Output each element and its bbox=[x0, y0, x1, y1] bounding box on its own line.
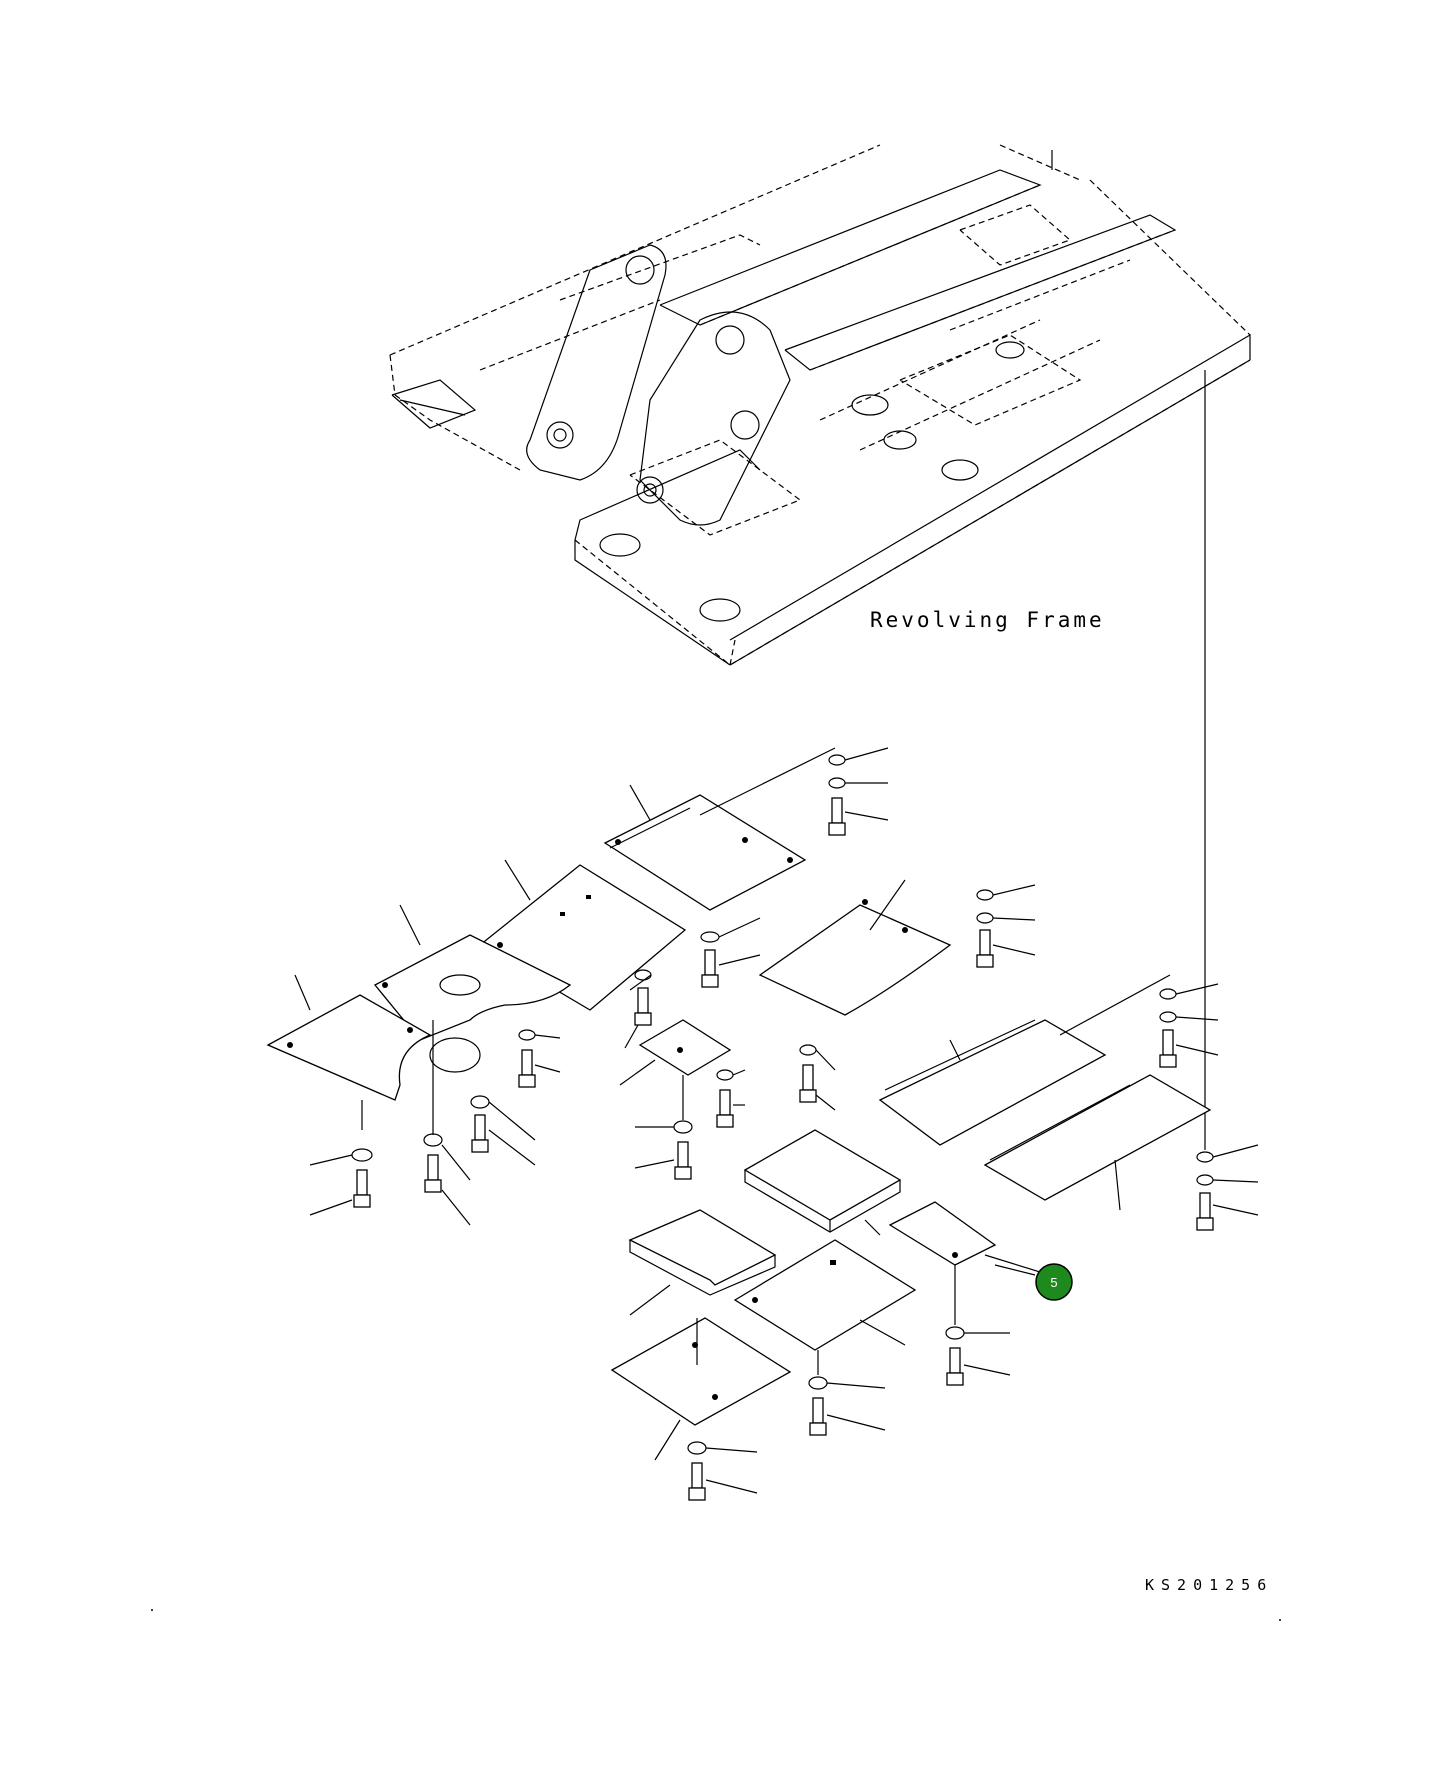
drawing-code: KS201256 bbox=[1145, 1576, 1273, 1594]
bolt-stack-6 bbox=[624, 969, 652, 1049]
cover-plate-c bbox=[373, 904, 572, 1041]
bolt-stack-4 bbox=[1196, 1144, 1259, 1231]
cover-block-i bbox=[743, 1129, 902, 1236]
bolt-stack-5 bbox=[700, 917, 761, 988]
fasteners bbox=[309, 747, 1259, 1501]
corner-marks bbox=[151, 150, 1281, 1621]
bolt-stack-12 bbox=[309, 1148, 373, 1216]
bolt-stack-2 bbox=[976, 884, 1036, 968]
bolt-stack-16 bbox=[687, 1441, 758, 1501]
cover-block-j bbox=[628, 1209, 777, 1316]
frame-label: Revolving Frame bbox=[870, 608, 1105, 632]
callout-5[interactable]: 5 bbox=[994, 1263, 1073, 1301]
cover-plate-f bbox=[619, 1019, 732, 1120]
bolt-stack-1 bbox=[828, 747, 889, 836]
callout-5-label: 5 bbox=[1050, 1275, 1057, 1290]
revolving-frame: Revolving Frame bbox=[389, 144, 1251, 1150]
cover-plate-m bbox=[610, 1317, 792, 1461]
bolt-stack-11 bbox=[634, 1120, 693, 1180]
cover-plate-e bbox=[758, 879, 952, 1016]
cover-plate-d bbox=[266, 974, 481, 1135]
cover-plate-h bbox=[983, 1074, 1212, 1211]
cover-plate-k bbox=[888, 1201, 1041, 1325]
bolt-stack-10 bbox=[470, 1095, 536, 1166]
cover-plate-g bbox=[878, 974, 1171, 1146]
bolt-stack-9 bbox=[799, 1044, 836, 1111]
bolt-stack-8 bbox=[716, 1069, 746, 1128]
cover-plate-l bbox=[733, 1239, 917, 1375]
bolt-stack-3 bbox=[1159, 983, 1219, 1068]
bolt-stack-7 bbox=[518, 1029, 561, 1088]
under-covers bbox=[266, 747, 1212, 1461]
bolt-stack-14 bbox=[945, 1326, 1011, 1386]
bolt-stack-15 bbox=[808, 1376, 886, 1436]
cover-plate-a bbox=[603, 747, 836, 911]
bolt-stack-13 bbox=[423, 1133, 471, 1226]
